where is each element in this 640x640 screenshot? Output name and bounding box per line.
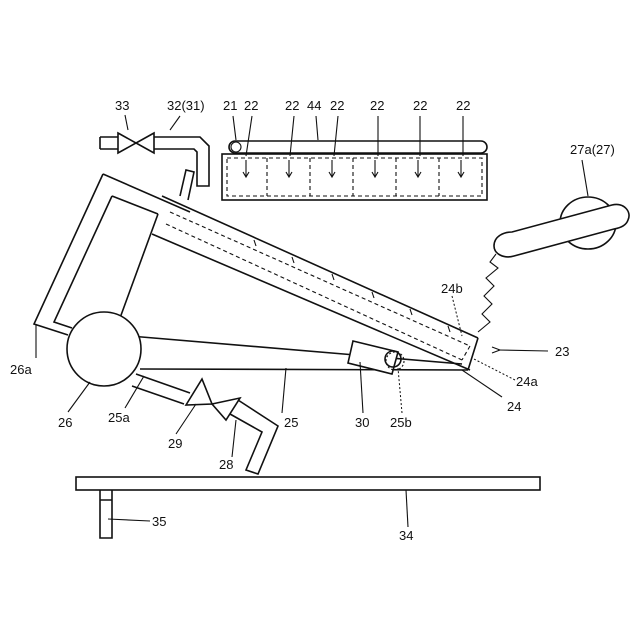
label-22-4: 22 bbox=[370, 98, 384, 113]
label-25a: 25a bbox=[108, 410, 130, 425]
label-35: 35 bbox=[152, 514, 166, 529]
tray-assembly bbox=[222, 141, 487, 200]
label-21: 21 bbox=[223, 98, 237, 113]
handle-27 bbox=[478, 197, 629, 332]
post-35 bbox=[100, 490, 112, 538]
label-44: 44 bbox=[307, 98, 321, 113]
drain-assembly bbox=[132, 374, 278, 474]
label-26a: 26a bbox=[10, 362, 32, 377]
channel-marks bbox=[254, 240, 450, 332]
motor-26 bbox=[67, 312, 141, 386]
label-22-2: 22 bbox=[285, 98, 299, 113]
label-34: 34 bbox=[399, 528, 413, 543]
tray-44 bbox=[222, 154, 487, 200]
label-23: 23 bbox=[555, 344, 569, 359]
label-28: 28 bbox=[219, 457, 233, 472]
tray-dividers bbox=[267, 158, 439, 196]
label-22-3: 22 bbox=[330, 98, 344, 113]
valve-33-right bbox=[136, 133, 154, 153]
label-33: 33 bbox=[115, 98, 129, 113]
valve-29 bbox=[186, 379, 212, 405]
spring bbox=[478, 254, 498, 332]
label-32: 32(31) bbox=[167, 98, 205, 113]
label-25b: 25b bbox=[390, 415, 412, 430]
label-30: 30 bbox=[355, 415, 369, 430]
label-22-6: 22 bbox=[456, 98, 470, 113]
pipe-21 bbox=[229, 141, 487, 153]
valve-33 bbox=[118, 133, 136, 153]
label-29: 29 bbox=[168, 436, 182, 451]
pipe-28 bbox=[230, 400, 278, 474]
base-plate-25 bbox=[130, 336, 468, 370]
label-22-5: 22 bbox=[413, 98, 427, 113]
tray-44-inner bbox=[227, 158, 482, 196]
label-27a: 27a(27) bbox=[570, 142, 615, 157]
label-24a: 24a bbox=[516, 374, 538, 389]
label-24b: 24b bbox=[441, 281, 463, 296]
label-22-1: 22 bbox=[244, 98, 258, 113]
label-24: 24 bbox=[507, 399, 521, 414]
pipe-21-end bbox=[231, 142, 241, 152]
label-25: 25 bbox=[284, 415, 298, 430]
label-26: 26 bbox=[58, 415, 72, 430]
plate-34 bbox=[76, 477, 540, 538]
